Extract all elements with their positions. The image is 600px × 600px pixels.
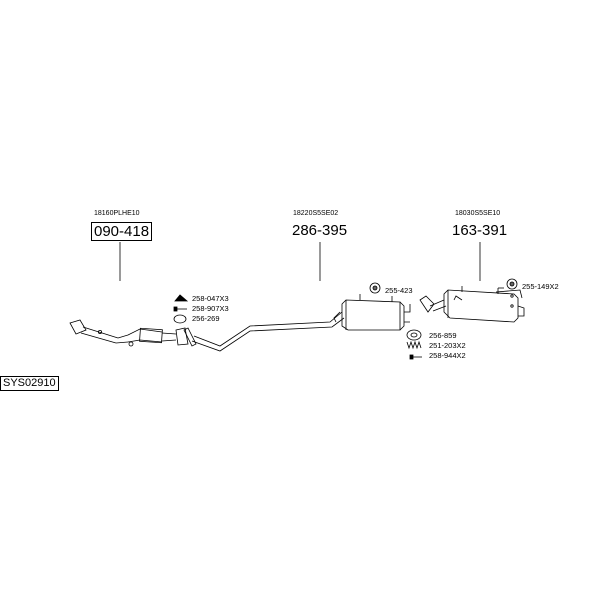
accessory-label[interactable]: 258-907X3 [192, 304, 229, 313]
accessory-label[interactable]: 255-423 [385, 286, 413, 295]
bolt-icon [409, 354, 422, 360]
part-number-middle-silencer[interactable]: 286-395 [292, 222, 348, 239]
part-number-rear-silencer[interactable]: 163-391 [452, 222, 508, 239]
hanger-icon [506, 278, 518, 290]
accessory-label[interactable]: 251-203X2 [429, 341, 466, 350]
part-reference-middle-silencer: 18220S5SE02 [293, 210, 339, 217]
gasket-ring-icon [173, 314, 187, 324]
front-pipe-part [69, 319, 189, 347]
accessory-label[interactable]: 256-859 [429, 331, 457, 340]
accessory-label[interactable]: 255-149X2 [522, 282, 559, 291]
part-reference-rear-silencer: 18030S5SE10 [455, 210, 501, 217]
rubber-mount-icon [174, 294, 189, 302]
part-number-front-pipe[interactable]: 090-418 [91, 222, 153, 241]
part-reference-front-pipe: 18160PLHE10 [94, 210, 140, 217]
rear-silencer-part [419, 286, 525, 323]
accessory-label[interactable]: 258-047X3 [192, 294, 229, 303]
accessory-label[interactable]: 256-269 [192, 314, 220, 323]
bolt-icon [173, 306, 187, 312]
flange-gasket-icon [406, 329, 422, 341]
diagram-code: SYS02910 [0, 376, 59, 391]
middle-silencer-part [183, 294, 411, 352]
spring-icon [406, 340, 422, 350]
accessory-label[interactable]: 258-944X2 [429, 351, 466, 360]
hanger-icon [369, 282, 381, 294]
